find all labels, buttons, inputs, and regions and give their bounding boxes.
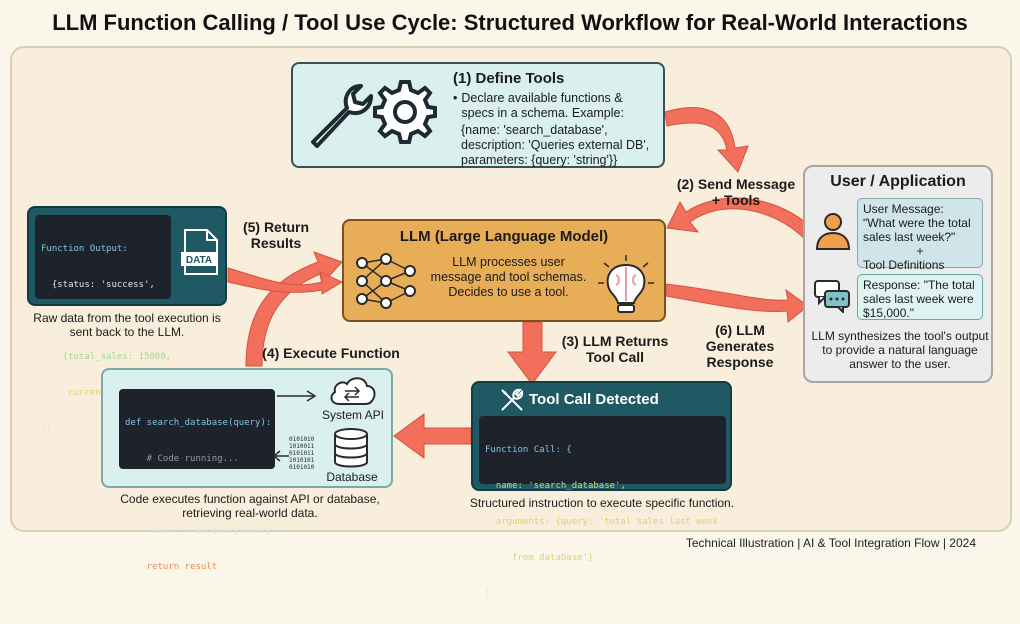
define-tools-description: •Declare available functions & specs in … bbox=[453, 91, 658, 168]
arrow-define-to-user bbox=[664, 107, 749, 173]
function-output-code: Function Output: {status: 'success', dat… bbox=[35, 215, 171, 434]
cloud-api-icon bbox=[330, 377, 376, 405]
arrow-llm-to-user bbox=[665, 283, 809, 323]
step-5-label: (5) Return Results bbox=[242, 219, 310, 251]
arrow-to-api bbox=[277, 390, 317, 402]
system-api-label: System API bbox=[321, 408, 385, 422]
tool-call-title: Tool Call Detected bbox=[529, 391, 659, 408]
user-caption: LLM synthesizes the tool's output to pro… bbox=[811, 329, 989, 371]
binary-data: 0101010 1010011 0101011 1010101 0101010 bbox=[289, 436, 315, 471]
code-line: from database'} bbox=[485, 553, 594, 563]
define-tools-box: (1) Define Tools •Declare available func… bbox=[291, 62, 665, 168]
tool-call-code: Function Call: { name: 'search_database'… bbox=[479, 416, 726, 599]
arrow-toolcall-to-execute bbox=[393, 413, 472, 459]
database-icon bbox=[334, 428, 368, 468]
code-line: } bbox=[485, 589, 491, 599]
step-4-label: (4) Execute Function bbox=[262, 345, 400, 361]
code-line: arguments: {query: 'total sales last wee… bbox=[485, 517, 718, 527]
define-tools-title: (1) Define Tools bbox=[453, 70, 565, 87]
arrow-to-code bbox=[273, 450, 289, 462]
database-label: Database bbox=[326, 470, 378, 484]
response-bubble: Response: "The total sales last week wer… bbox=[857, 274, 983, 320]
tool-definitions-text: Tool Definitions bbox=[863, 258, 945, 272]
code-line: Function Output: bbox=[41, 244, 128, 254]
brain-lightbulb-icon bbox=[598, 255, 654, 313]
step-2-label: (2) Send Message + Tools bbox=[676, 176, 796, 208]
user-icon bbox=[815, 213, 851, 250]
tool-call-box: Tool Call Detected Function Call: { name… bbox=[471, 381, 732, 599]
user-application-box: User / Application User Message: "What w… bbox=[803, 165, 993, 383]
llm-description: LLM processes user message and tool sche… bbox=[430, 255, 587, 299]
user-message-text: User Message: "What were the total sales… bbox=[863, 202, 971, 244]
code-line: name: 'search_database', bbox=[485, 481, 626, 491]
execute-function-box: def search_database(query): # Code runni… bbox=[101, 368, 393, 572]
arrow-user-to-llm bbox=[666, 197, 813, 241]
execute-caption: Code executes function against API or da… bbox=[120, 492, 380, 520]
arrow-output-to-llm bbox=[227, 267, 344, 295]
plus-sign: + bbox=[916, 244, 924, 258]
user-message-bubble: User Message: "What were the total sales… bbox=[857, 198, 983, 272]
code-line: return result bbox=[125, 562, 218, 572]
execute-code: def search_database(query): # Code runni… bbox=[119, 389, 277, 572]
data-file-icon: DATA bbox=[181, 229, 218, 275]
tool-call-caption: Structured instruction to execute specif… bbox=[469, 496, 735, 510]
code-line: result = db.query(query) bbox=[125, 526, 277, 536]
tools-icon bbox=[501, 388, 524, 411]
data-file-label: DATA bbox=[186, 255, 212, 266]
bullet-dot: • bbox=[453, 91, 458, 105]
code-line: data: { bbox=[41, 316, 96, 326]
code-line: {status: 'success', bbox=[41, 280, 155, 290]
code-line: # Code running... bbox=[125, 454, 239, 464]
flow-arrows bbox=[227, 107, 813, 459]
page-title: LLM Function Calling / Tool Use Cycle: S… bbox=[52, 10, 968, 35]
function-output-caption: Raw data from the tool execution is sent… bbox=[33, 311, 221, 339]
code-line: {total_sales: 15000, bbox=[41, 352, 172, 362]
wrench-icon bbox=[311, 84, 373, 148]
function-output-box: Function Output: {status: 'success', dat… bbox=[27, 206, 227, 434]
step-3-label: (3) LLM Returns Tool Call bbox=[561, 333, 669, 365]
arrow-llm-to-toolcall bbox=[507, 321, 557, 385]
gear-icon bbox=[373, 80, 437, 144]
llm-box: LLM (Large Language Model) LLM processes… bbox=[342, 219, 666, 322]
chat-bubbles-icon bbox=[814, 280, 850, 313]
define-tools-example: {name: 'search_database', description: '… bbox=[461, 123, 650, 167]
code-line: }} bbox=[41, 424, 52, 434]
code-line: def search_database(query): bbox=[125, 418, 272, 428]
neural-network-icon bbox=[356, 253, 416, 309]
user-application-title: User / Application bbox=[830, 173, 966, 190]
llm-title: LLM (Large Language Model) bbox=[399, 228, 609, 245]
footer-credit: Technical Illustration | AI & Tool Integ… bbox=[685, 536, 976, 550]
define-tools-bullet: Declare available functions & specs in a… bbox=[461, 91, 624, 120]
code-line: Function Call: { bbox=[485, 445, 572, 455]
step-6-label: (6) LLM Generates Response bbox=[705, 322, 775, 370]
